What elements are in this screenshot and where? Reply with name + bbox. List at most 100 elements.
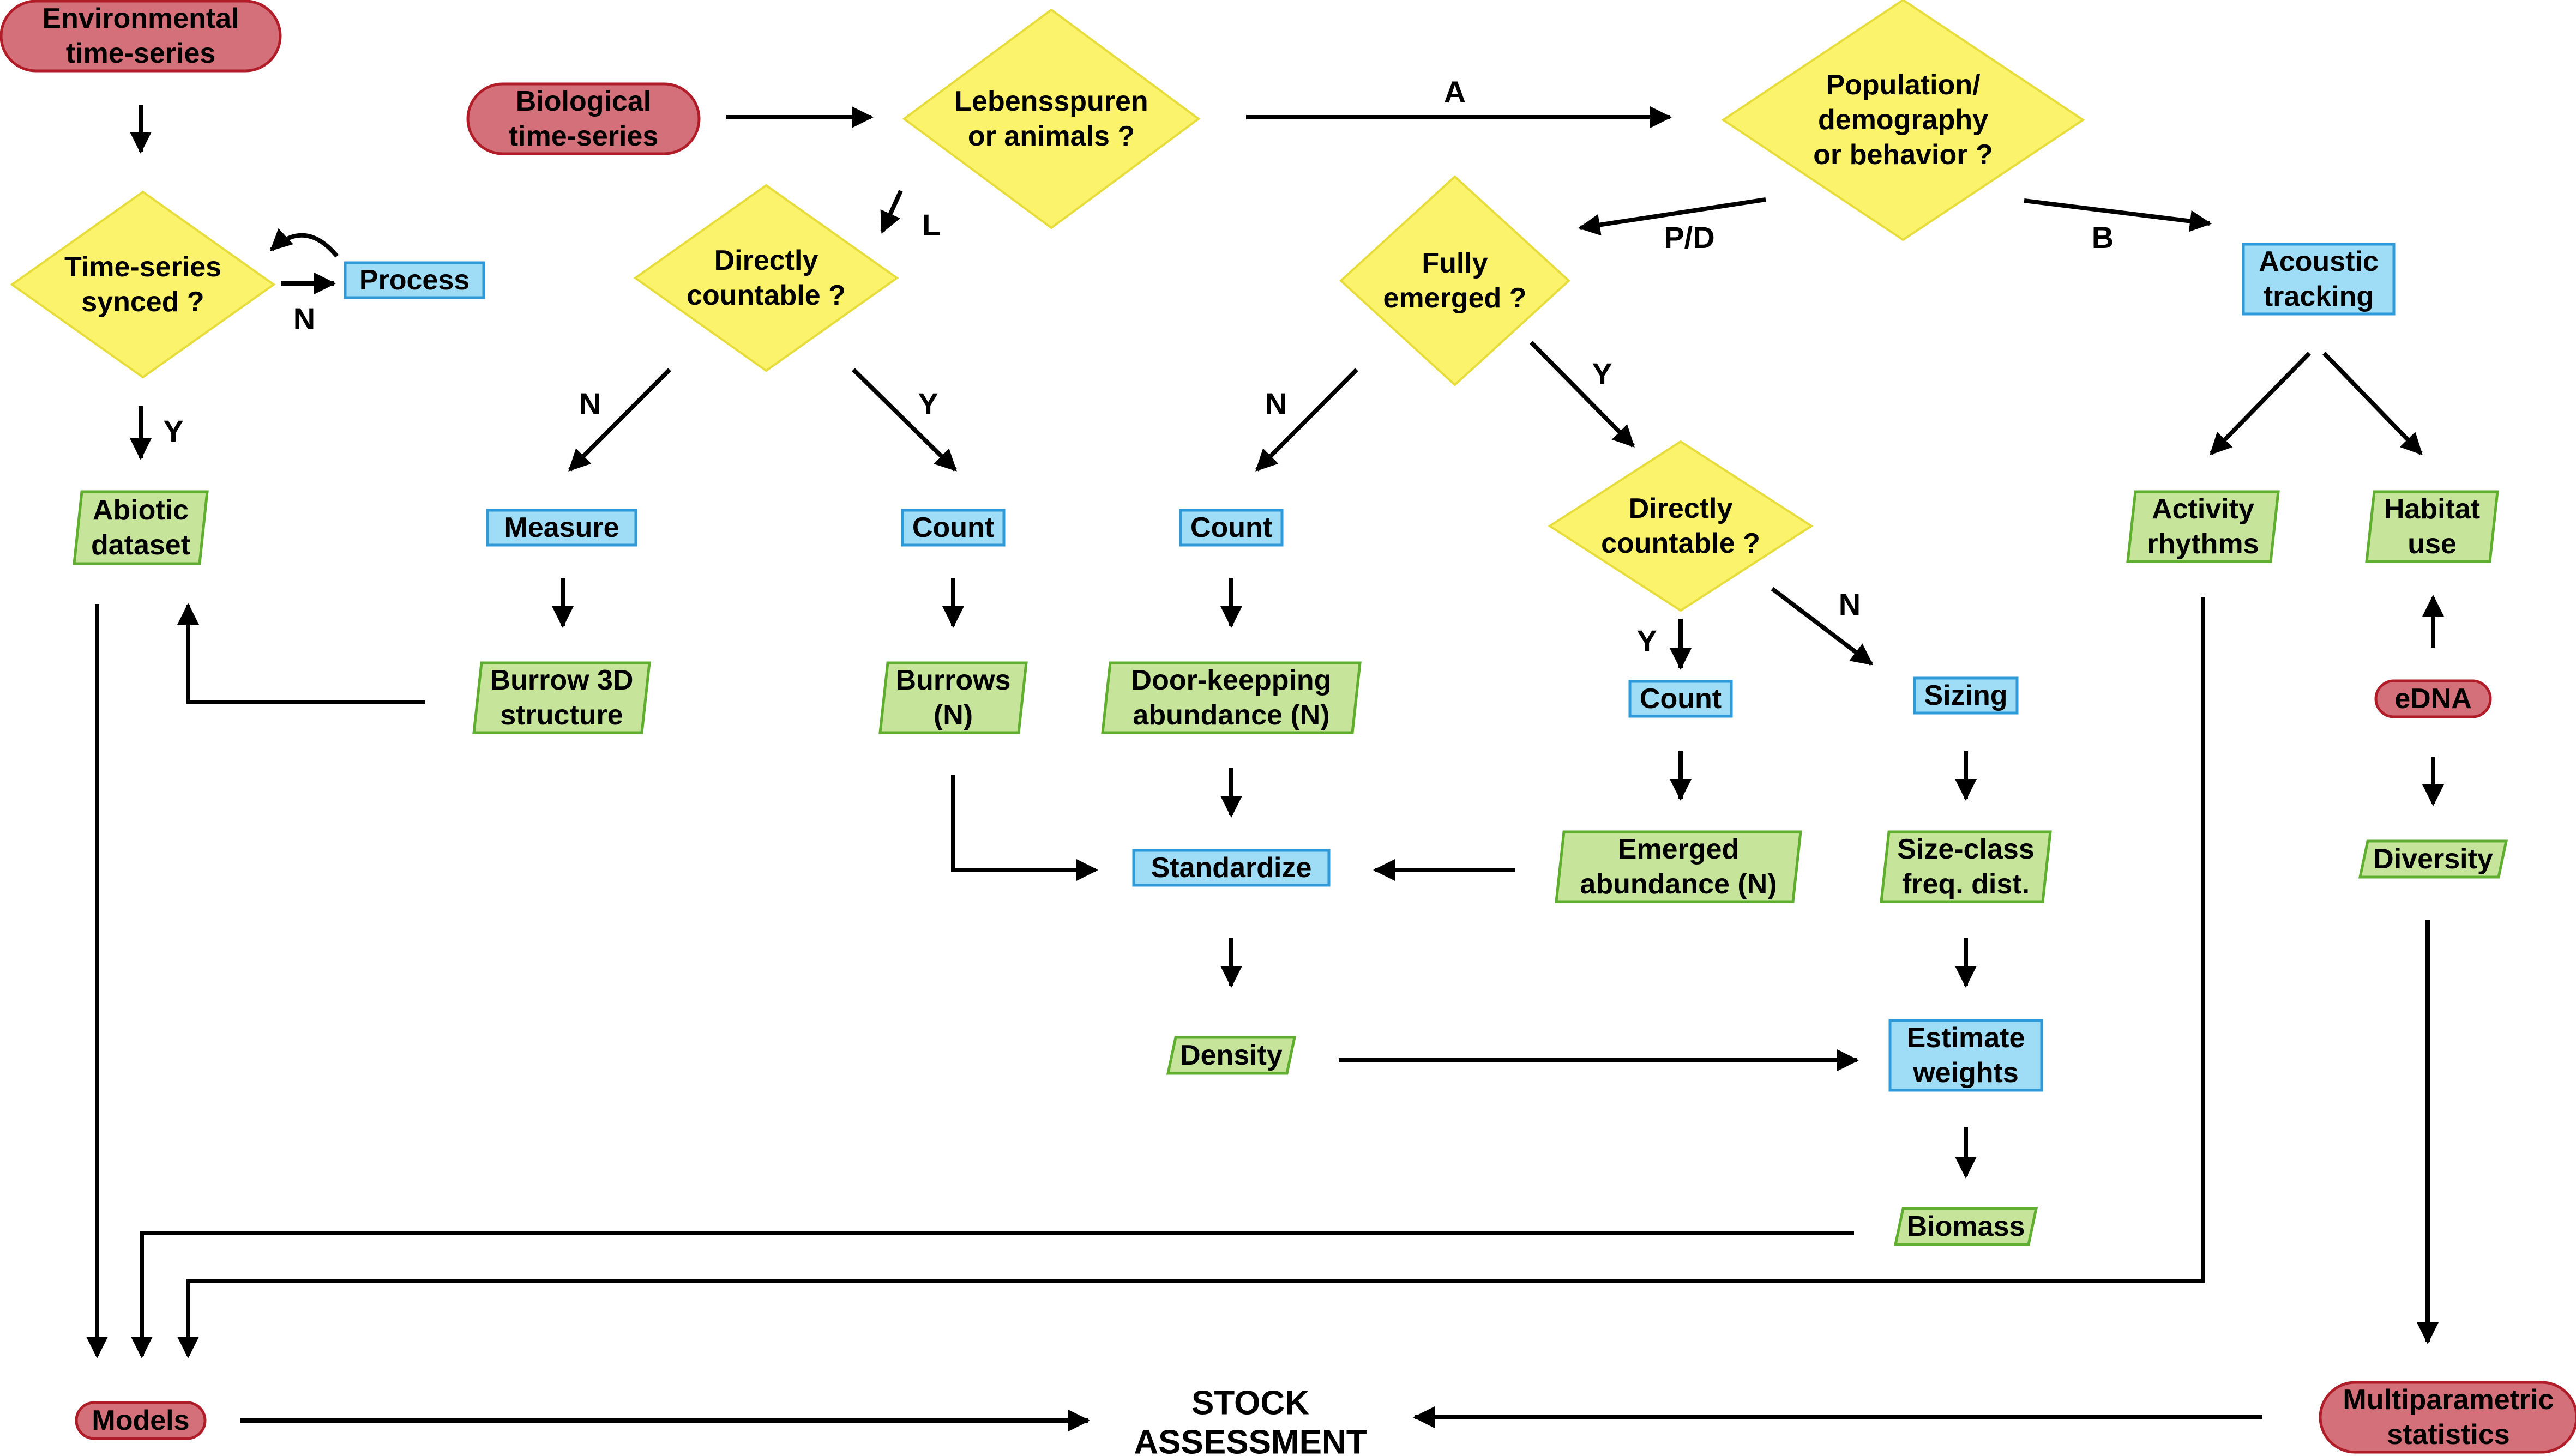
process-box [1888, 1019, 2043, 1092]
terminal-shape [2319, 1381, 2576, 1454]
node-label-line: tracking [2264, 281, 2374, 312]
process-box [2242, 243, 2396, 316]
node-edna: eDNA [2374, 679, 2492, 718]
edge-label-fe-y: Y [1592, 357, 1612, 391]
data-parallelogram [1555, 830, 1802, 903]
node-label-line: Biomass [1907, 1211, 2025, 1242]
data-parallelogram [2126, 490, 2280, 563]
node-label-line: structure [500, 699, 623, 731]
edge-label-synced-y: Y [163, 414, 183, 448]
node-label-line: Directly [1629, 493, 1733, 524]
edge-label-synced-n: N [293, 301, 315, 336]
node-count-2: Count [1179, 509, 1284, 547]
node-label-line: Measure [504, 512, 619, 543]
edges [86, 105, 2444, 1431]
process-box [1179, 509, 1284, 547]
node-label-line: Burrows [896, 664, 1011, 696]
process-box [1628, 680, 1733, 718]
node-label-line: Habitat [2384, 493, 2480, 525]
node-label-line: or behavior ? [1813, 139, 1993, 171]
data-parallelogram [2358, 839, 2508, 879]
process-box [1132, 849, 1331, 887]
node-count-1: Count [901, 509, 1006, 547]
edge-labels: A B L P/D N Y N Y N Y Y N [163, 75, 2114, 658]
edge-fe-n-count [1255, 368, 1358, 472]
edge-label-a: A [1444, 75, 1466, 109]
node-density: Density [1166, 1036, 1297, 1075]
node-label-line: weights [1912, 1057, 2019, 1089]
node-label-line: Diversity [2373, 843, 2493, 875]
node-label-line: emerged ? [1383, 282, 1527, 314]
node-label-line: Models [92, 1405, 189, 1436]
node-label-line: Door-keepping [1131, 664, 1332, 696]
process-box [344, 261, 485, 299]
node-label-line: Estimate [1907, 1022, 2025, 1054]
terminal-shape [0, 0, 282, 73]
node-label-line: rhythms [2147, 528, 2259, 560]
decision-diamond [1548, 440, 1814, 612]
terminal-shape [75, 1401, 207, 1440]
edge-process-loop [270, 228, 339, 258]
node-label-line: freq. dist. [1902, 868, 2030, 900]
edge-l-to-dc1 [880, 190, 903, 234]
edge-burrow3d-to-abiotic [177, 603, 425, 704]
edge-dc2-n-sizing [1771, 587, 1874, 666]
decision-diamond [1721, 0, 2085, 241]
node-label-line: use [2408, 528, 2457, 560]
edge-activity-to-models [177, 597, 2205, 1358]
data-parallelogram [1893, 1207, 2038, 1246]
node-label-line: Multiparametric [2343, 1384, 2554, 1416]
terminal-shape [466, 82, 701, 155]
edge-b-to-acoustic [2024, 198, 2212, 232]
node-diversity: Diversity [2358, 839, 2508, 879]
node-label-line: dataset [91, 529, 190, 561]
node-label-line: (N) [934, 699, 973, 731]
edge-dc1-y-count [852, 368, 957, 472]
node-label-line: Size-class [1897, 833, 2035, 865]
decision-diamond [902, 8, 1201, 229]
node-burrows-n: Burrows(N) [878, 661, 1028, 734]
edge-label-dc2-y: Y [1636, 624, 1657, 658]
node-label-line: abundance (N) [1580, 868, 1777, 900]
edge-label-dc1-n: N [579, 386, 601, 421]
node-models: Models [75, 1401, 207, 1440]
edge-biomass-to-models [131, 1231, 1854, 1358]
edge-fe-y-dc2 [1530, 341, 1635, 448]
node-label-line: Acoustic [2259, 246, 2379, 277]
node-label-line: Abiotic [93, 494, 189, 526]
node-standardize: Standardize [1132, 849, 1331, 887]
node-label-line: ASSESSMENT [1134, 1424, 1367, 1456]
data-parallelogram [1166, 1036, 1297, 1075]
node-sizing: Sizing [1913, 676, 2019, 715]
data-parallelogram [472, 661, 651, 734]
node-label-line: synced ? [81, 286, 204, 318]
node-label-line: Density [1180, 1040, 1283, 1071]
node-label-line: Burrow 3D [490, 664, 634, 696]
data-parallelogram [1101, 661, 1362, 734]
node-label-line: Count [912, 512, 994, 543]
node-count-3: Count [1628, 680, 1733, 718]
node-label-line: demography [1818, 104, 1988, 136]
node-label-line: Emerged [1618, 833, 1740, 865]
node-label-line: Directly [714, 245, 818, 276]
edge-label-dc2-n: N [1839, 587, 1861, 621]
edge-acoustic-to-activity [2210, 352, 2311, 455]
edge-acoustic-to-habitat [2322, 352, 2423, 455]
node-process: Process [344, 261, 485, 299]
node-measure: Measure [486, 509, 637, 547]
edge-pd-to-fully [1578, 197, 1766, 236]
decision-diamond [1339, 175, 1570, 386]
